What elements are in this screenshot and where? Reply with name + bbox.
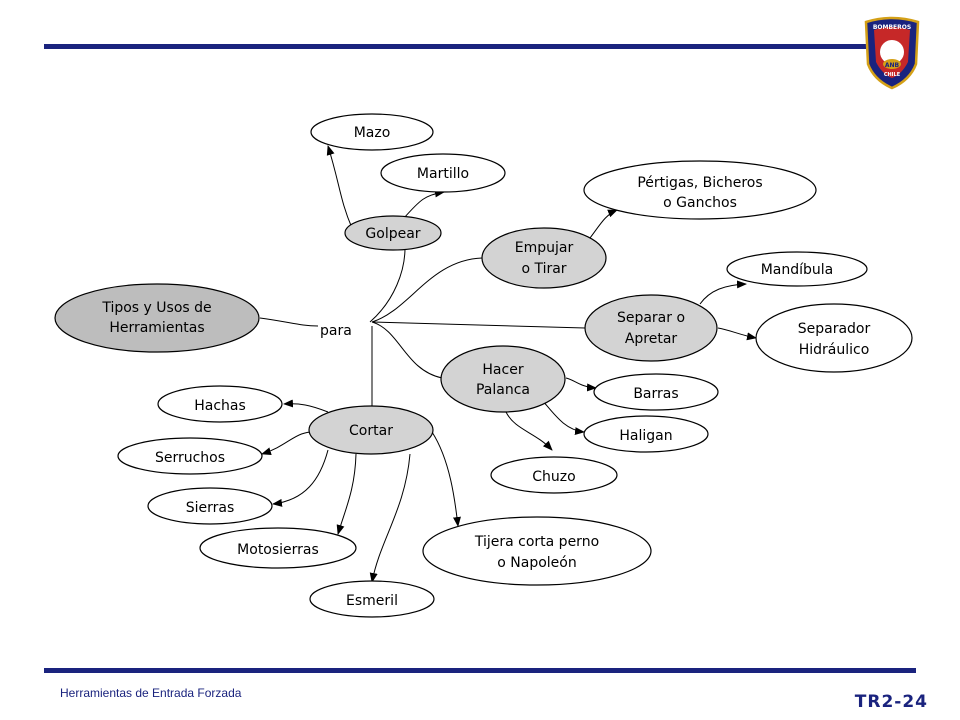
svg-text:o Ganchos: o Ganchos <box>663 195 737 211</box>
edge-cortar-hachas <box>283 399 329 413</box>
svg-text:Sierras: Sierras <box>186 500 235 516</box>
node-empujar: Empujar o Tirar <box>481 227 607 289</box>
edge-cortar-sierras <box>272 449 329 507</box>
edge-para-separar <box>371 321 586 329</box>
node-mazo: Mazo <box>310 113 434 151</box>
bomberos-logo: ANB BOMBEROS CHILE <box>864 16 920 90</box>
node-separar: Separar o Apretar <box>584 294 718 362</box>
link-para: para <box>320 323 352 339</box>
svg-text:Mandíbula: Mandíbula <box>761 262 834 278</box>
edge-root-para <box>259 317 319 327</box>
node-chuzo: Chuzo <box>490 456 618 494</box>
edge-golpear-mazo <box>326 145 353 229</box>
node-root: Tipos y Usos de Herramientas <box>54 283 260 353</box>
node-tijera: Tijera corta perno o Napoleón <box>422 516 652 586</box>
slide-code: TR2-24 <box>854 692 928 712</box>
svg-text:Cortar: Cortar <box>349 423 393 439</box>
edge-hacer-barras <box>565 377 597 392</box>
edge-cortar-tijera <box>431 431 461 527</box>
svg-text:Chuzo: Chuzo <box>532 469 575 485</box>
svg-text:Hidráulico: Hidráulico <box>799 342 870 358</box>
node-separador: Separador Hidráulico <box>755 303 913 373</box>
root-line-1: Tipos y Usos de <box>101 300 211 316</box>
svg-text:Separador: Separador <box>798 321 871 337</box>
node-hachas: Hachas <box>157 385 283 423</box>
edge-golpear-martillo <box>403 189 445 219</box>
svg-text:Empujar: Empujar <box>515 240 574 256</box>
svg-text:Haligan: Haligan <box>619 428 672 444</box>
edge-cortar-esmeril <box>369 453 411 583</box>
svg-text:Serruchos: Serruchos <box>155 450 225 466</box>
edge-para-golpear <box>369 247 406 323</box>
edge-separar-separador <box>717 327 757 341</box>
edge-cortar-motosierras <box>336 453 357 535</box>
svg-text:Motosierras: Motosierras <box>237 542 319 558</box>
svg-text:Golpear: Golpear <box>365 226 420 242</box>
logo-top-text: BOMBEROS <box>873 24 911 31</box>
svg-text:Martillo: Martillo <box>417 166 469 182</box>
svg-text:Esmeril: Esmeril <box>346 593 398 609</box>
node-motosierras: Motosierras <box>199 527 357 569</box>
logo-center-text: ANB <box>885 62 900 69</box>
edge-hacer-chuzo <box>505 411 553 451</box>
svg-text:Tijera corta perno: Tijera corta perno <box>474 534 599 550</box>
svg-text:o Napoleón: o Napoleón <box>497 555 576 571</box>
svg-text:Hacer: Hacer <box>482 362 523 378</box>
node-cortar: Cortar <box>308 405 434 455</box>
svg-text:Separar o: Separar o <box>617 310 685 326</box>
node-mandibula: Mandíbula <box>726 251 868 287</box>
node-barras: Barras <box>593 373 719 411</box>
node-esmeril: Esmeril <box>309 580 435 618</box>
edge-cortar-serruchos <box>261 431 319 456</box>
footer-title: Herramientas de Entrada Forzada <box>60 686 242 700</box>
svg-text:o Tirar: o Tirar <box>521 261 566 277</box>
logo-bottom-text: CHILE <box>884 72 901 78</box>
root-line-2: Herramientas <box>109 320 204 336</box>
bottom-rule <box>44 668 916 673</box>
edge-hacer-haligan <box>541 399 585 436</box>
edge-empujar-pertigas <box>589 209 618 239</box>
svg-text:Mazo: Mazo <box>354 125 391 141</box>
edge-para-empujar <box>371 257 483 323</box>
edge-para-hacer <box>371 321 443 379</box>
node-haligan: Haligan <box>583 415 709 453</box>
node-golpear: Golpear <box>344 215 442 251</box>
svg-text:Pértigas, Bicheros: Pértigas, Bicheros <box>637 175 762 191</box>
svg-text:Palanca: Palanca <box>476 382 530 398</box>
svg-text:Hachas: Hachas <box>194 398 246 414</box>
svg-text:Barras: Barras <box>633 386 678 402</box>
node-hacer: Hacer Palanca <box>440 345 566 413</box>
svg-text:Apretar: Apretar <box>625 331 678 347</box>
node-pertigas: Pértigas, Bicheros o Ganchos <box>583 160 817 220</box>
edge-separar-mandibula <box>699 280 747 305</box>
top-rule <box>44 44 872 49</box>
node-sierras: Sierras <box>147 487 273 525</box>
node-serruchos: Serruchos <box>117 437 263 475</box>
node-martillo: Martillo <box>380 153 506 193</box>
